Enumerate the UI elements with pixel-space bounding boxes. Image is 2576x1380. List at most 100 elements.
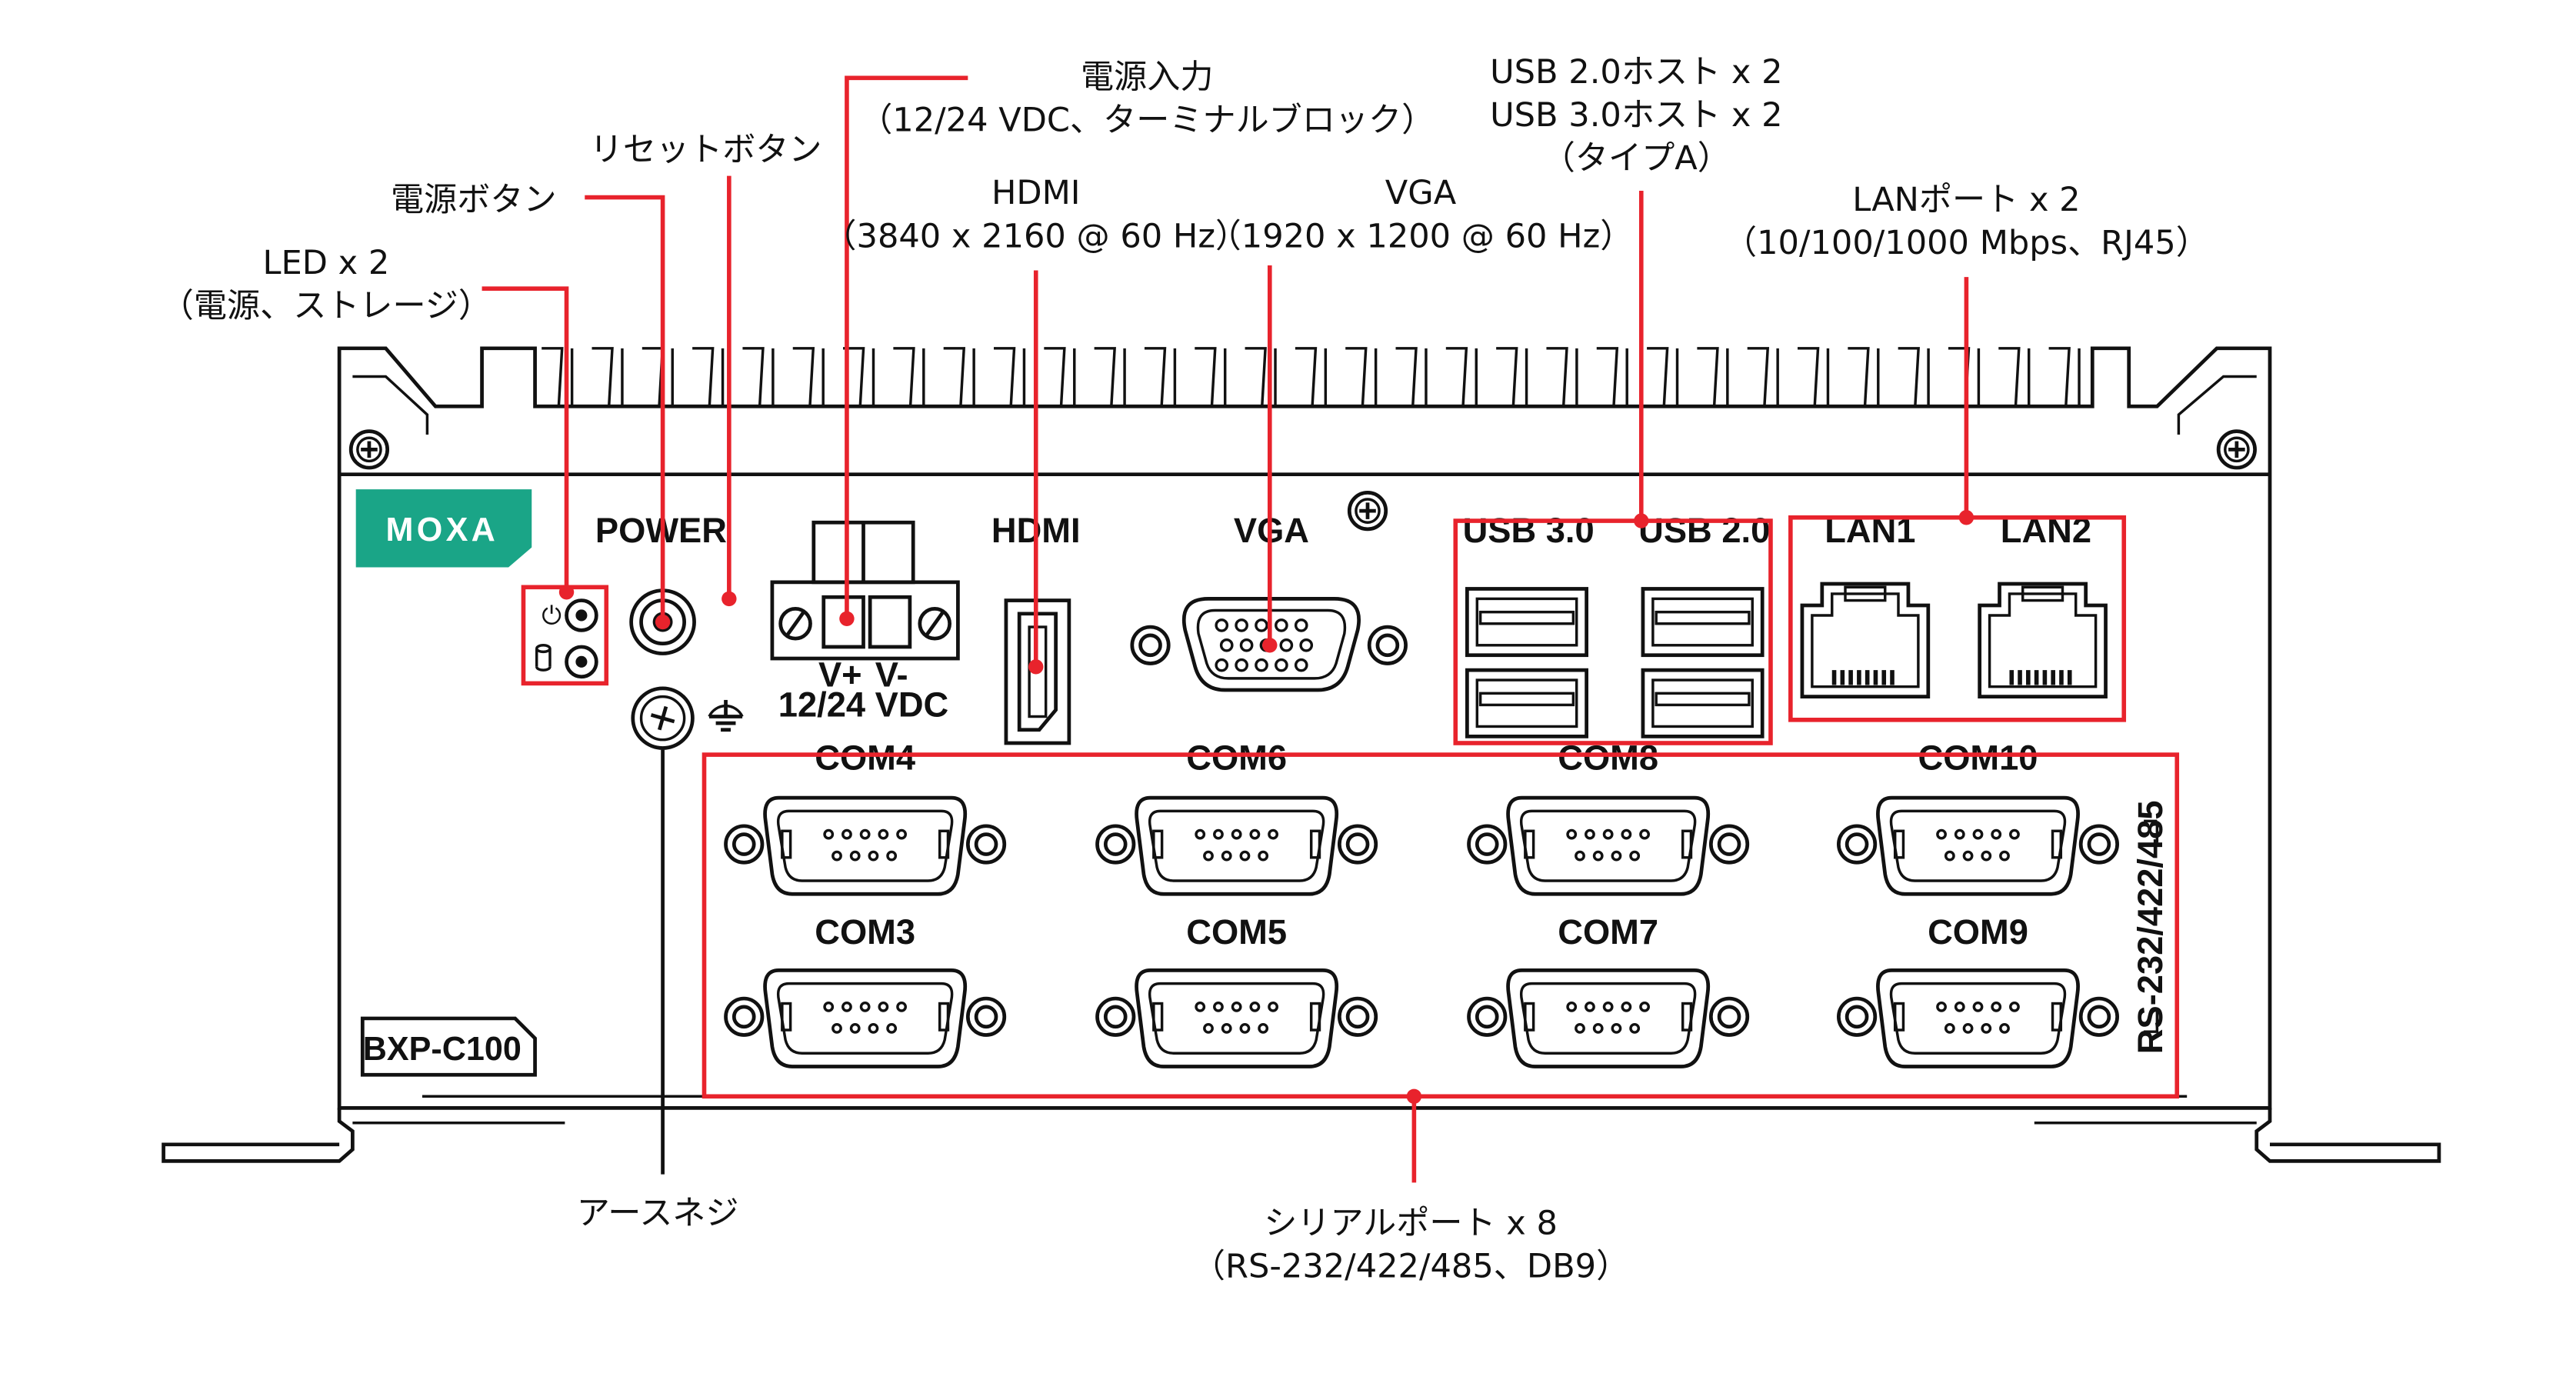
led-callout-detail: （電源、ストレージ） <box>161 287 492 325</box>
model-plate: BXP-C100 <box>360 1016 537 1077</box>
fin <box>843 347 865 407</box>
mounting-foot-right <box>2254 1108 2441 1163</box>
power-input-callout-title: 電源入力 <box>1081 58 1213 96</box>
fin <box>893 347 915 407</box>
hdmi-callout-dot <box>1028 659 1044 675</box>
fin <box>994 347 1016 407</box>
usb-port[interactable] <box>1641 587 1765 658</box>
fin <box>1647 347 1669 407</box>
com-port-label: COM7 <box>1558 912 1658 952</box>
vga-pin <box>1299 638 1314 652</box>
com-port[interactable] <box>1837 968 2119 1068</box>
fin <box>742 347 765 407</box>
fin <box>1245 347 1267 407</box>
led-callout-line <box>482 286 569 592</box>
com-port-label: COM6 <box>1186 738 1287 778</box>
fin <box>1747 347 1770 407</box>
vplus-label: V+ <box>818 655 862 695</box>
serial-callout-dot <box>1406 1088 1422 1104</box>
power-button-callout-line <box>585 195 665 622</box>
vga-pin <box>1255 618 1268 632</box>
com-port-label: COM5 <box>1186 912 1287 952</box>
model-name: BXP-C100 <box>363 1031 522 1068</box>
vga-pin <box>1279 638 1294 652</box>
mounting-foot-left <box>162 1108 355 1163</box>
power-button-callout-dot <box>655 614 671 630</box>
usb-ports <box>1465 587 1765 738</box>
vga-pin <box>1215 618 1229 632</box>
power-input-callout-line <box>845 75 968 619</box>
com-port[interactable] <box>724 968 1007 1068</box>
led-indicators: ⏻ <box>535 598 598 679</box>
vga-callout-title: VGA <box>1385 174 1457 212</box>
vga-pin <box>1215 658 1229 672</box>
usb-port[interactable] <box>1465 668 1588 738</box>
led-callout-title: LED x 2 <box>262 244 389 282</box>
reset-callout-title: リセットボタン <box>590 131 822 169</box>
usb-highlight-box <box>1453 518 1773 745</box>
usb30-panel-label: USB 3.0 <box>1463 511 1595 550</box>
serial-callout-detail: （RS-232/422/485、DB9） <box>1192 1247 1629 1285</box>
vga-pin <box>1255 658 1268 672</box>
vga-pin <box>1235 618 1248 632</box>
vga-callout-dot <box>1262 638 1278 653</box>
fin <box>1596 347 1619 407</box>
vga-pin <box>1235 658 1248 672</box>
lan-callout-dot <box>1958 510 1974 525</box>
com-port-label: COM9 <box>1928 912 2028 952</box>
lan-callout-detail: （10/100/1000 Mbps、RJ45） <box>1724 224 2209 262</box>
reset-callout-dot <box>721 591 737 607</box>
fin <box>1094 347 1116 407</box>
usb-callout-line2: USB 3.0ホスト x 2 <box>1490 96 1782 135</box>
com-port[interactable] <box>1467 968 1750 1068</box>
fin <box>1044 347 1066 407</box>
ground-screw <box>631 686 695 750</box>
vga-pin <box>1275 658 1288 672</box>
storage-led <box>565 645 598 679</box>
com-port[interactable] <box>1095 968 1378 1068</box>
com-port-label: COM3 <box>815 912 915 952</box>
power-terminal-block[interactable] <box>770 520 960 661</box>
vga-pin <box>1294 658 1308 672</box>
serial-callout-title: シリアルポート x 8 <box>1264 1204 1558 1242</box>
lan-port[interactable] <box>1800 582 1931 698</box>
vga-callout-detail: （1920 x 1200 @ 60 Hz） <box>1208 217 1634 255</box>
heat-sink-fins <box>542 347 2081 407</box>
vga-pin <box>1275 618 1288 632</box>
fin <box>1144 347 1167 407</box>
hdmi-callout-title: HDMI <box>991 174 1081 212</box>
fin <box>592 347 614 407</box>
vdc-label: 12/24 VDC <box>778 685 948 725</box>
fin <box>1496 347 1518 407</box>
callout-texts: LED x 2 （電源、ストレージ） 電源ボタン リセットボタン 電源入力 （1… <box>161 53 2209 1286</box>
com-port[interactable] <box>1467 795 1750 896</box>
chassis-corner-left <box>352 375 429 435</box>
usb-port[interactable] <box>1641 668 1765 738</box>
vga-pin <box>1219 638 1234 652</box>
fin <box>1395 347 1418 407</box>
fin <box>1445 347 1468 407</box>
fin <box>1898 347 1920 407</box>
power-button-callout-title: 電源ボタン <box>391 181 557 219</box>
fin <box>2048 347 2071 407</box>
com-port[interactable] <box>724 795 1007 896</box>
screw-icon <box>2216 429 2257 470</box>
fin <box>1798 347 1820 407</box>
chassis <box>162 346 2441 1163</box>
usb-port[interactable] <box>1465 587 1588 658</box>
com-port[interactable] <box>1837 795 2119 896</box>
serial-side-label-group: RS-232/422/485 <box>2131 801 2170 1055</box>
fin <box>792 347 815 407</box>
fin <box>542 347 564 407</box>
lan-port[interactable] <box>1978 582 2108 698</box>
com-port[interactable] <box>1095 795 1378 896</box>
vminus-label: V- <box>875 655 908 695</box>
brand-logo: MOXA <box>355 489 532 568</box>
usb-callout-line1: USB 2.0ホスト x 2 <box>1490 53 1782 92</box>
lan-callout-title: LANポート x 2 <box>1852 181 2080 219</box>
usb-callout-dot <box>1634 513 1649 528</box>
vga-pin <box>1294 618 1308 632</box>
chassis-corner-right <box>2177 375 2257 435</box>
